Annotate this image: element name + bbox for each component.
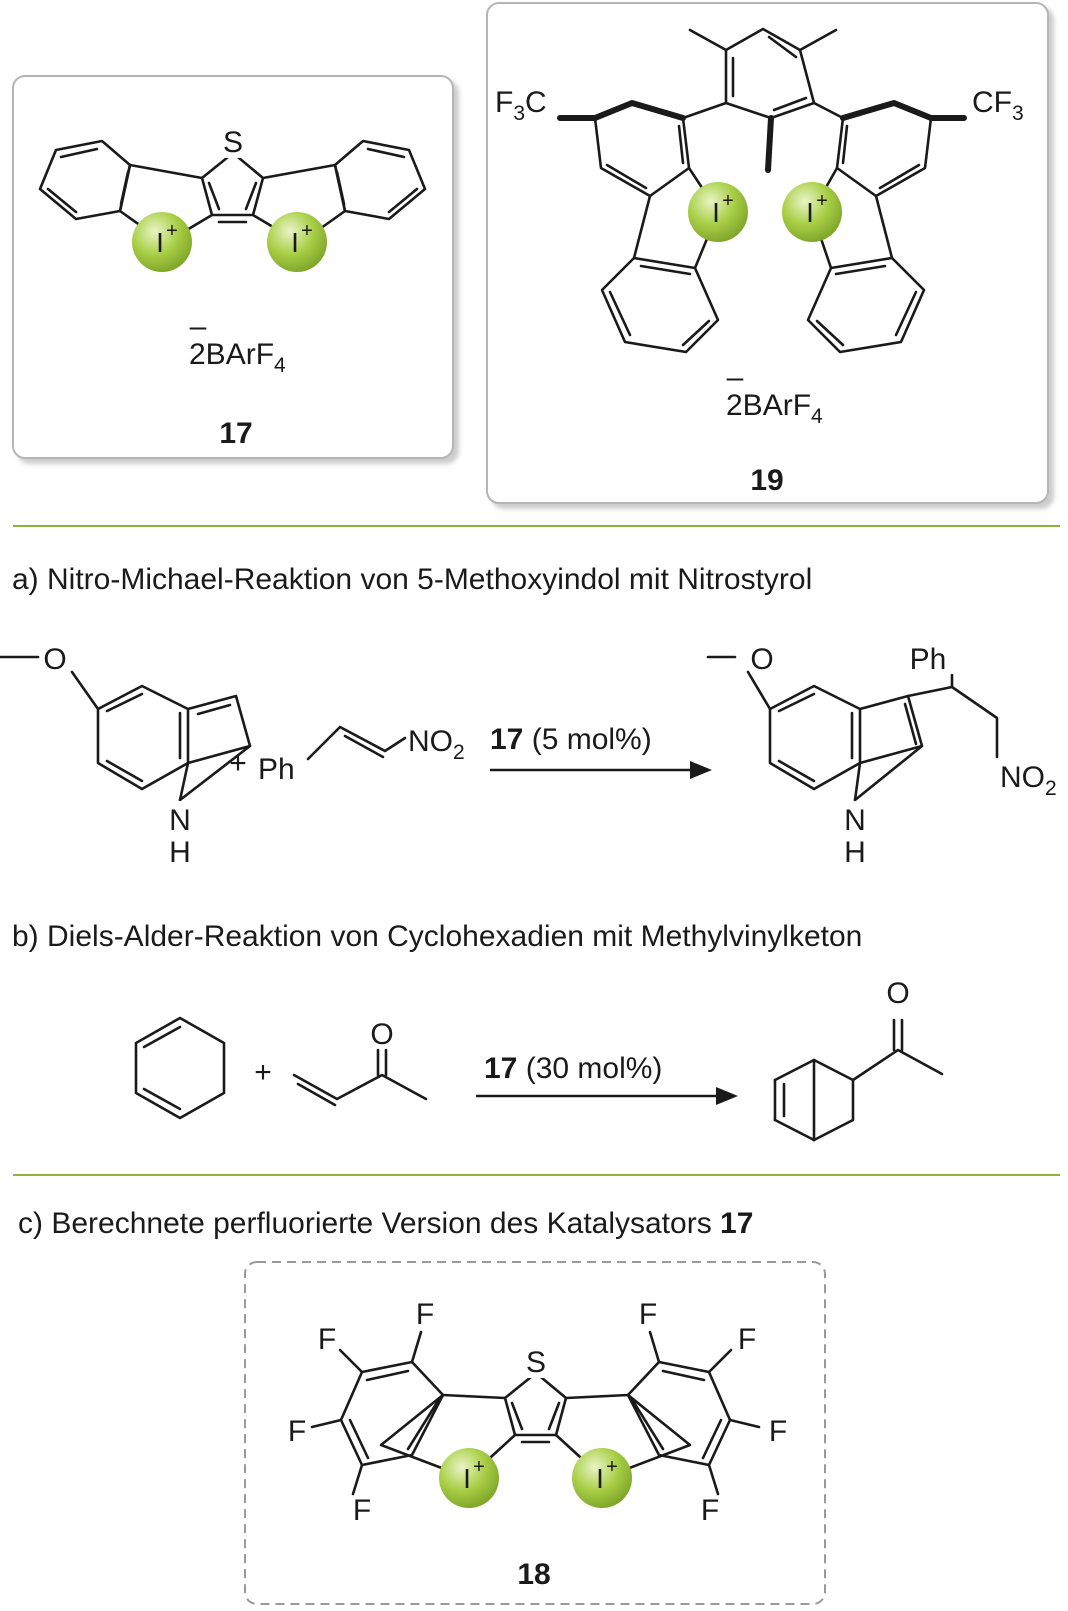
compound-17-box [12,75,454,459]
compound-17-structure: S I + I + [38,124,427,272]
compound-19-structure: F3C CF3 I + I + [495,27,1024,354]
svg-text:–: – [727,361,744,394]
compound-18-structure: F F F F F F F F S I + I + [288,1298,787,1527]
svg-text:2BArF4: 2BArF4 [726,389,823,428]
svg-text:NO2: NO2 [1000,761,1057,800]
sulfur-atom-18: S [526,1346,546,1379]
iodonium-ball-19-left: I + [688,182,748,242]
svg-text:I: I [463,1463,471,1494]
iodonium-ball-17-right: I + [267,212,327,272]
cf3-right: CF3 [972,86,1024,125]
methoxyindole: O N H [0,643,252,869]
reaction-b-caption: b) Diels-Alder-Reaktion von Cyclohexadie… [12,920,862,953]
svg-text:Ph: Ph [910,643,947,676]
cf3-left: F3C [495,86,547,125]
compound-19-box [486,2,1049,504]
svg-text:+: + [301,220,313,242]
fluorine-atom: F [639,1298,657,1331]
iodonium-ball-19-right: I + [782,182,842,242]
compound-18-label: 18 [517,1558,550,1591]
methyl-vinyl-ketone: O [292,1018,428,1107]
reaction-a-arrow: 17 (5 mol%) [490,723,712,779]
iodonium-ball-18-right: I + [572,1448,632,1508]
svg-text:O: O [750,643,773,676]
sulfur-atom-17: S [223,126,243,159]
fluorine-atom: F [353,1494,371,1527]
svg-text:O: O [886,977,909,1010]
svg-text:I: I [596,1463,604,1494]
fluorine-atom: F [701,1494,719,1527]
reaction-a-caption: a) Nitro-Michael-Reaktion von 5-Methoxyi… [12,563,812,596]
svg-text:I: I [806,197,814,228]
compound-18-box [244,1261,826,1605]
plus-sign-b: + [254,1056,272,1089]
reaction-b-arrow: 17 (30 mol%) [476,1052,738,1105]
compound-19-label: 19 [750,464,783,497]
svg-text:O: O [370,1018,393,1051]
nitrostyrene: Ph NO2 [258,725,465,786]
cyclohexadiene [134,1016,226,1120]
counterion-19: 2BArF4 – [726,361,823,428]
fluorine-atom: F [769,1415,787,1448]
svg-text:I: I [712,197,720,228]
section-c-caption: c) Berechnete perfluorierte Version des … [18,1207,753,1240]
compound-17-label: 17 [219,417,252,450]
svg-text:17 (5 mol%): 17 (5 mol%) [490,723,652,756]
svg-text:N: N [169,804,191,837]
svg-text:H: H [169,836,191,869]
svg-text:N: N [844,804,866,837]
diels-alder-product: O [773,977,944,1142]
iodonium-ball-18-left: I + [439,1448,499,1508]
svg-text:+: + [166,220,178,242]
svg-text:+: + [606,1456,618,1478]
svg-text:O: O [43,643,66,676]
svg-text:NO2: NO2 [408,725,465,764]
svg-text:+: + [722,190,734,212]
svg-text:Ph: Ph [258,753,295,786]
svg-text:–: – [190,310,207,343]
counterion-17: 2BArF4 – [189,310,286,377]
plus-sign-a: + [229,747,247,780]
fluorine-atom: F [318,1323,336,1356]
svg-text:I: I [156,227,164,258]
svg-text:+: + [816,190,828,212]
svg-text:H: H [844,836,866,869]
fluorine-atom: F [738,1323,756,1356]
fluorine-atom: F [416,1298,434,1331]
fluorine-atom: F [288,1415,306,1448]
svg-text:17 (30 mol%): 17 (30 mol%) [484,1052,662,1085]
nitro-michael-product: O Ph NO2 N H [706,643,1057,869]
svg-text:I: I [291,227,299,258]
svg-text:+: + [473,1456,485,1478]
svg-text:2BArF4: 2BArF4 [189,338,286,377]
iodonium-ball-17-left: I + [132,212,192,272]
